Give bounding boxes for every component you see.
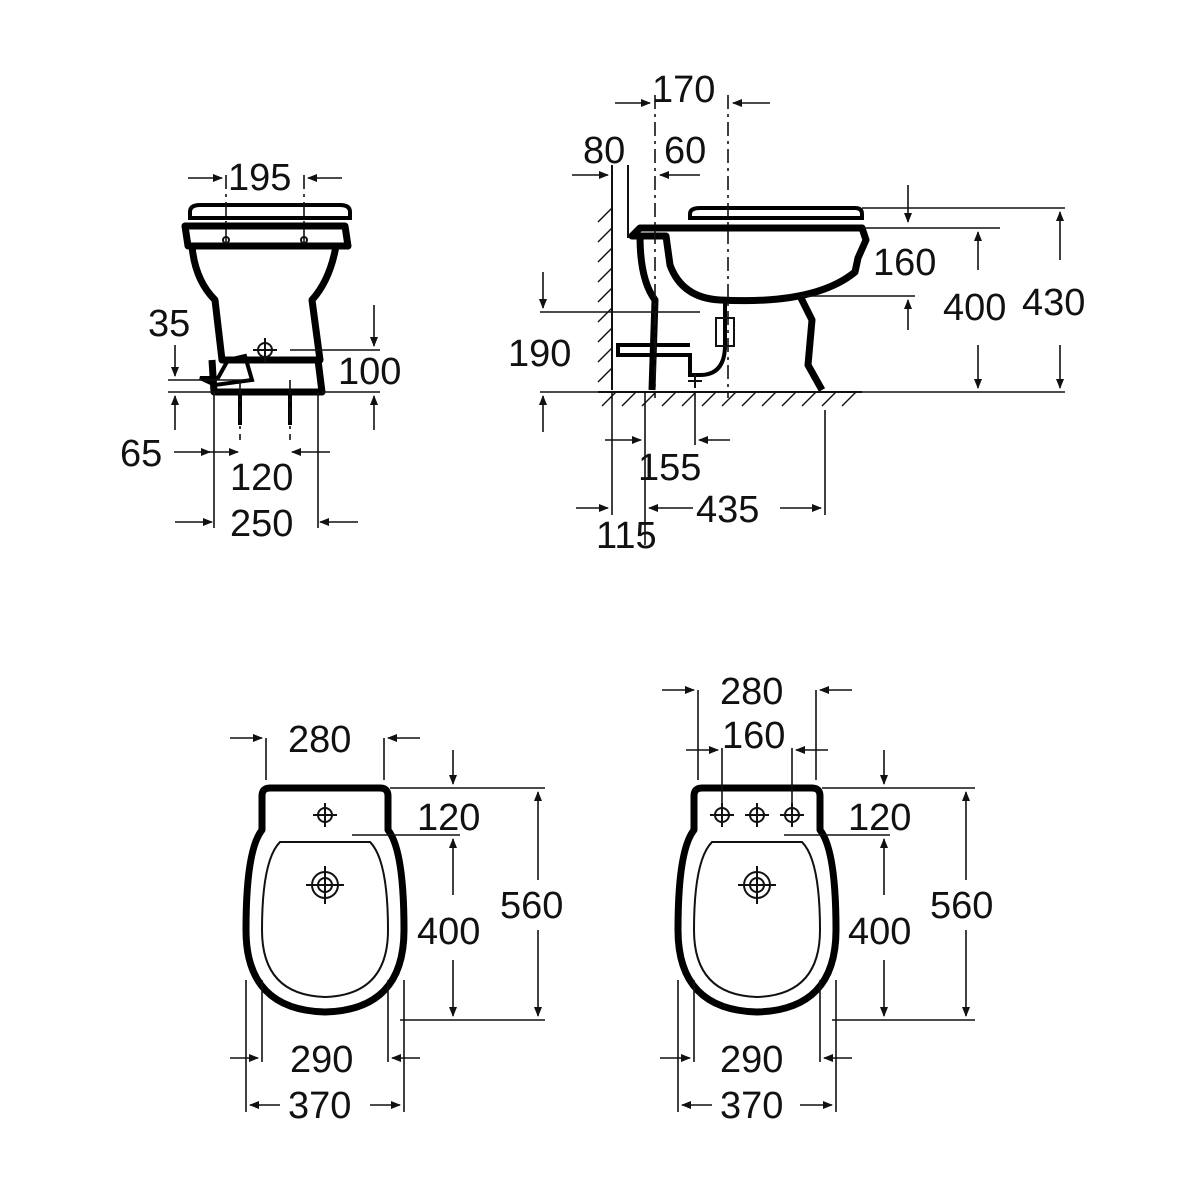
plan2-dim-290: 290 bbox=[720, 1039, 783, 1081]
plan1-dim-400: 400 bbox=[417, 911, 480, 953]
bowl-base bbox=[208, 359, 326, 396]
side-view: 170 80 60 160 400 430 190 bbox=[508, 69, 1085, 557]
dim-400-height: 400 bbox=[943, 287, 1006, 329]
plan2-dim-370: 370 bbox=[720, 1085, 783, 1127]
dim-195: 195 bbox=[228, 157, 291, 199]
plan2-dim-280: 280 bbox=[720, 671, 783, 713]
dim-115: 115 bbox=[596, 515, 657, 557]
plan1-dim-290: 290 bbox=[290, 1039, 353, 1081]
plan1-tap-hole-icon bbox=[313, 803, 337, 827]
floor-hatching bbox=[601, 391, 857, 407]
plan2-outline bbox=[674, 784, 840, 1016]
wall-hatching bbox=[597, 207, 613, 383]
dim-60: 60 bbox=[664, 130, 706, 172]
side-pedestal bbox=[796, 294, 826, 392]
front-view: 195 35 100 65 120 250 bbox=[120, 157, 401, 545]
plan1-dim-120: 120 bbox=[417, 797, 480, 839]
plan2-dim-120: 120 bbox=[848, 797, 911, 839]
dim-160: 160 bbox=[873, 242, 936, 284]
drain-trap bbox=[616, 300, 727, 377]
dim-430: 430 bbox=[1022, 282, 1085, 324]
valve-fitting bbox=[199, 353, 255, 388]
plan1-dim-560: 560 bbox=[500, 885, 563, 927]
plan1-outline bbox=[242, 784, 408, 1016]
plan1-bowl bbox=[260, 841, 390, 999]
dim-120: 120 bbox=[230, 457, 293, 499]
plan2-tap-hole-center-icon bbox=[745, 803, 769, 827]
dim-250: 250 bbox=[230, 503, 293, 545]
plan2-drain-icon bbox=[738, 866, 776, 904]
side-back bbox=[636, 235, 659, 391]
dim-65: 65 bbox=[120, 433, 162, 475]
plan2-dim-160: 160 bbox=[722, 715, 785, 757]
side-seat bbox=[688, 206, 864, 220]
plan2-bowl bbox=[692, 841, 822, 999]
dim-100: 100 bbox=[338, 351, 401, 393]
plan1-dim-280: 280 bbox=[288, 719, 351, 761]
dim-435: 435 bbox=[696, 489, 759, 531]
plan2-dim-560: 560 bbox=[930, 885, 993, 927]
dim-80: 80 bbox=[583, 130, 625, 172]
plan2-dim-400: 400 bbox=[848, 911, 911, 953]
dim-170: 170 bbox=[652, 69, 715, 111]
dim-35: 35 bbox=[148, 303, 190, 345]
plan-view-1: 280 120 400 560 290 370 bbox=[230, 719, 563, 1127]
inlet-crosshair-icon bbox=[253, 338, 277, 362]
dim-155: 155 bbox=[638, 447, 701, 489]
floor-inlet-icon bbox=[688, 374, 702, 388]
plan1-dim-370: 370 bbox=[288, 1085, 351, 1127]
bowl-rim bbox=[181, 222, 352, 250]
dim-190: 190 bbox=[508, 333, 571, 375]
side-bowl bbox=[628, 224, 870, 305]
bowl-body bbox=[188, 245, 340, 364]
seat-lid bbox=[188, 203, 352, 220]
plan-view-2: 280 160 120 400 560 290 370 bbox=[660, 671, 993, 1127]
plan1-drain-icon bbox=[306, 866, 344, 904]
